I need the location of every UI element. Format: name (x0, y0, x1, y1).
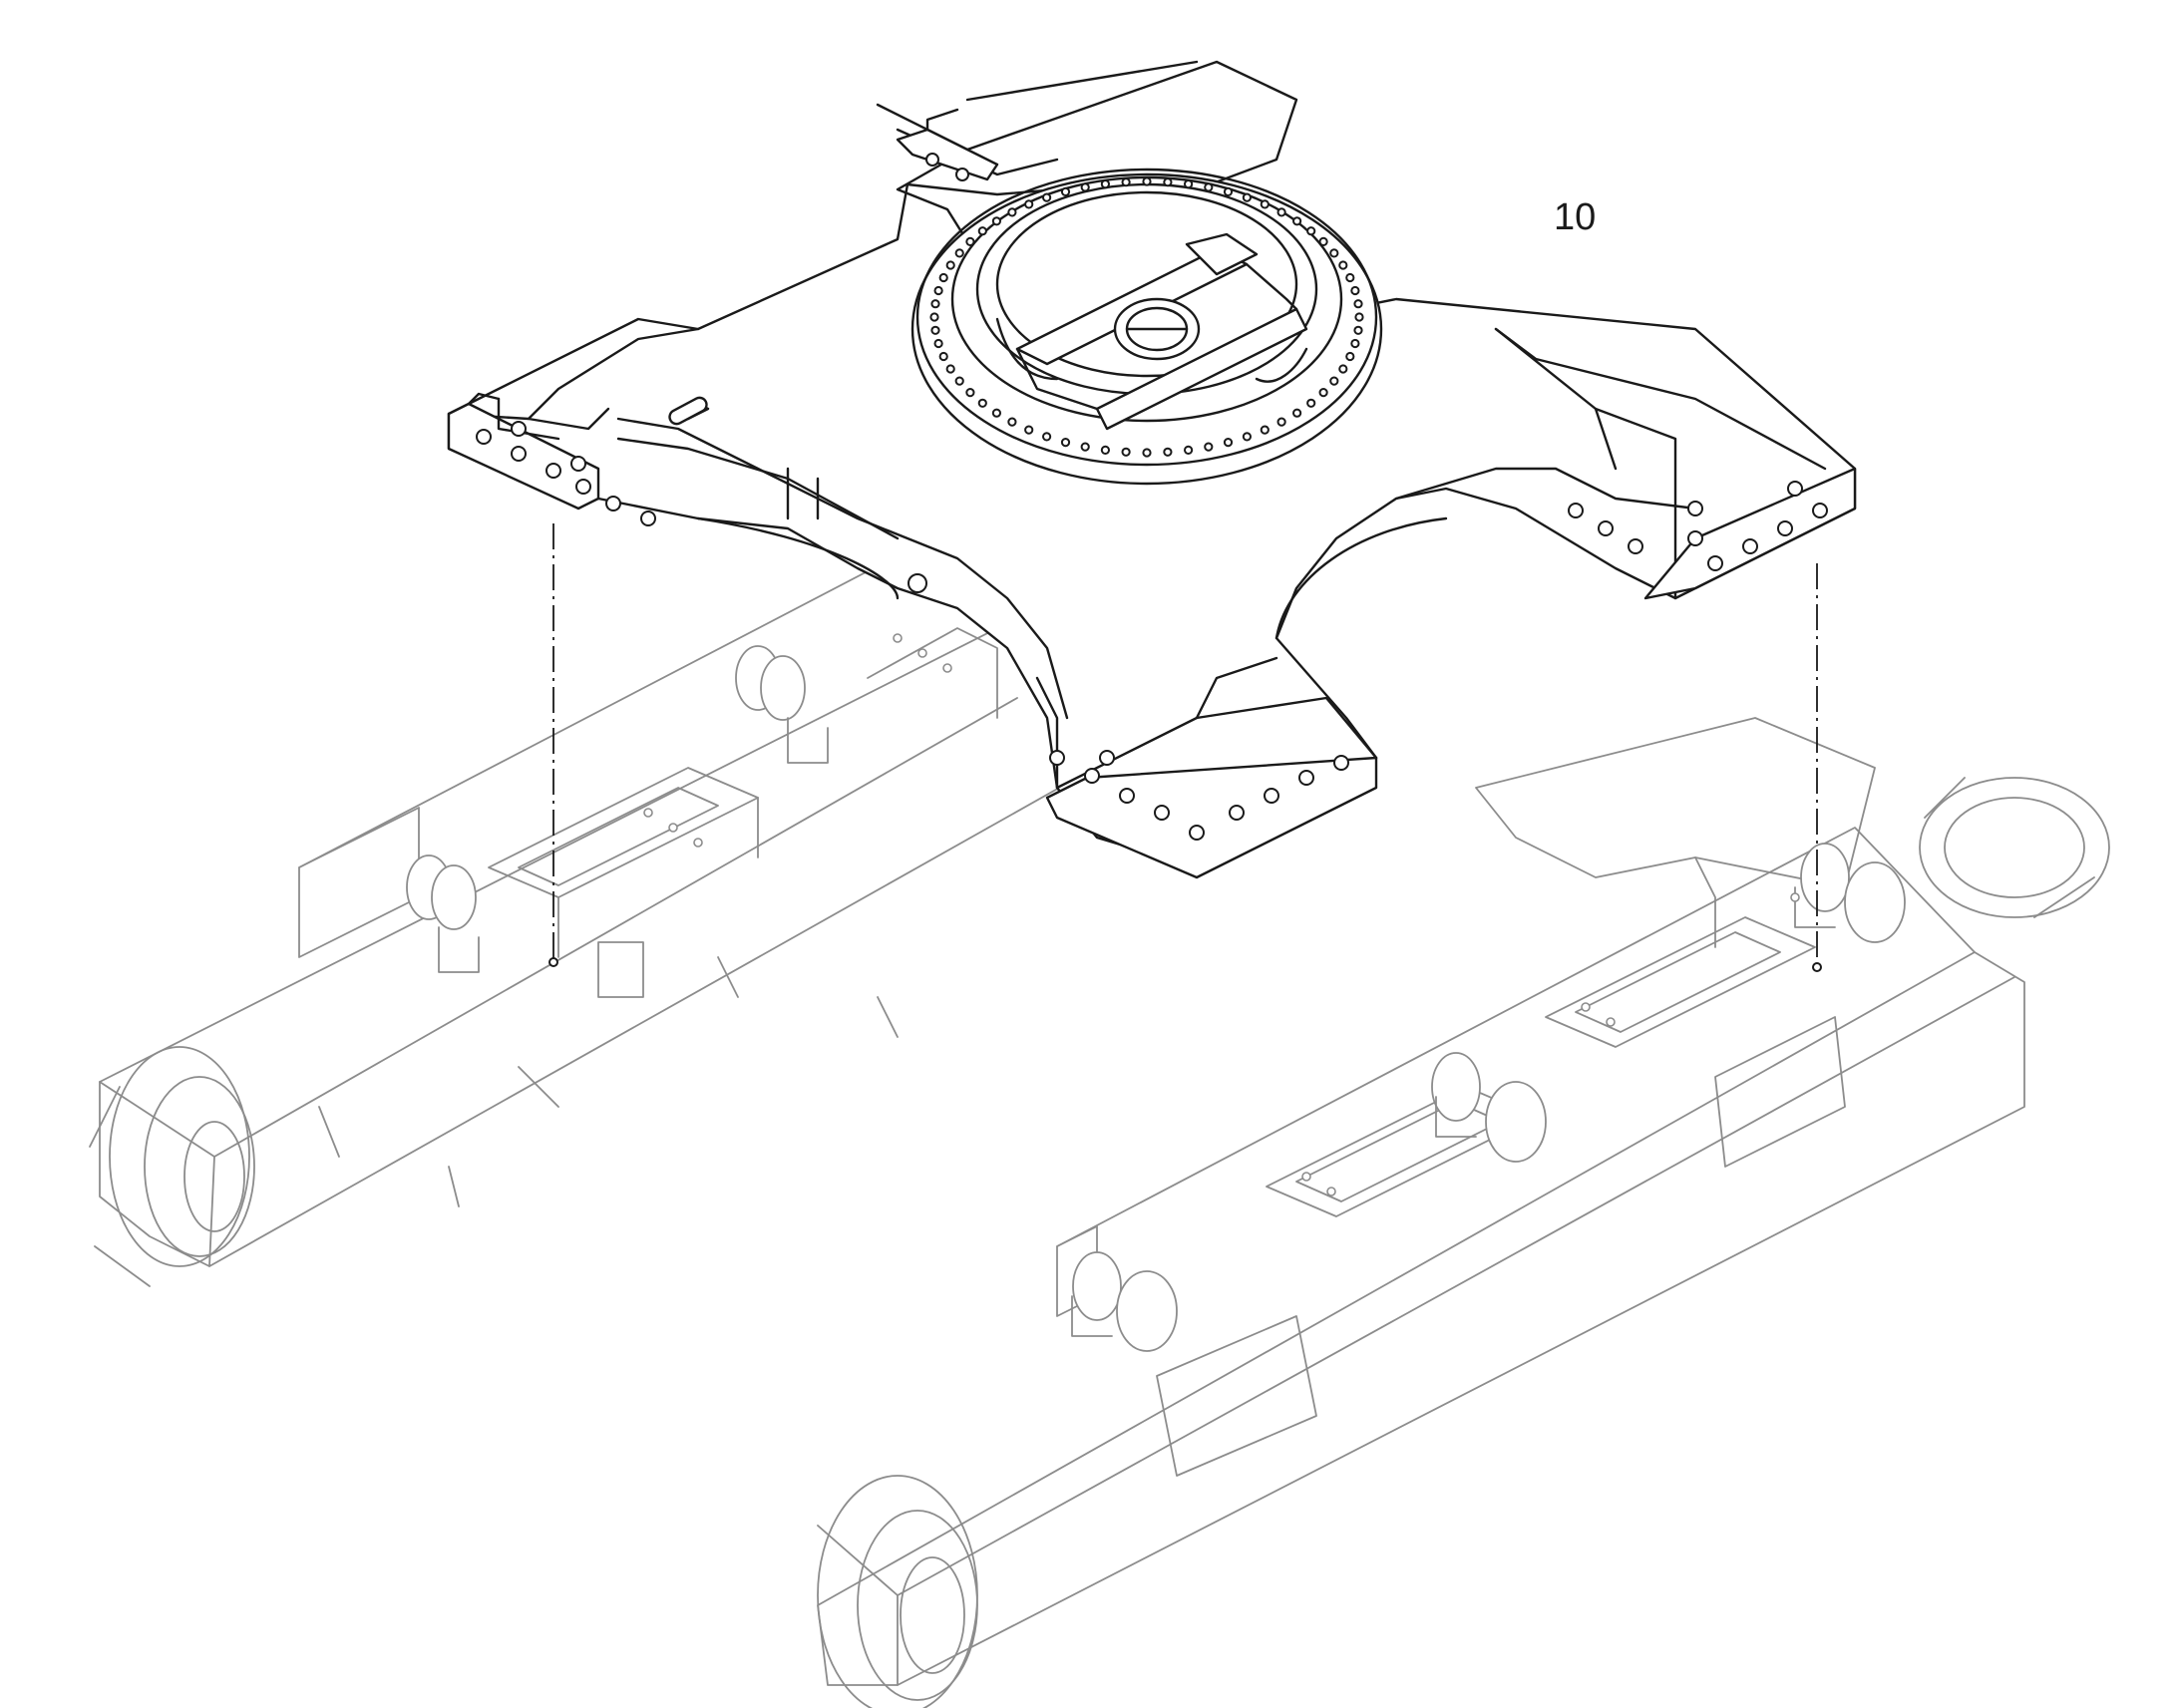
ring-bolt-hole (965, 236, 975, 246)
ring-bolt-hole (1338, 364, 1348, 374)
ring-bolt-hole (1354, 312, 1364, 322)
left-track-frame (89, 498, 1078, 1287)
ring-bolt-hole (1184, 445, 1194, 455)
ring-bolt-hole (977, 398, 987, 408)
part-callout-10: 10 (1554, 196, 1596, 238)
ring-bolt-hole (1242, 192, 1253, 202)
ring-bolt-hole (938, 351, 948, 362)
ring-bolt-hole (1042, 432, 1052, 442)
ring-bolt-hole (1350, 285, 1360, 296)
ring-bolt-hole (1060, 438, 1071, 448)
center-cross-bracket (995, 232, 1308, 431)
rear-left-mounting-pad (896, 128, 999, 181)
ring-bolt-hole (929, 312, 939, 322)
right-track-frame (817, 717, 2110, 1708)
ring-bolt-hole (1306, 398, 1316, 408)
ring-bolt-hole (945, 364, 955, 374)
ring-bolt-hole (1318, 236, 1328, 246)
ring-bolt-hole (1142, 448, 1152, 458)
ring-bolt-hole (1163, 447, 1173, 457)
ring-bolt-holes (929, 176, 1364, 458)
front-left-mounting-pad (447, 392, 656, 526)
ring-bolt-hole (954, 248, 964, 258)
ring-bolt-hole (1292, 216, 1302, 226)
right-carrier-roller-front (1071, 1251, 1178, 1352)
ring-bolt-hole (1242, 432, 1253, 442)
ring-bolt-hole (1306, 226, 1316, 236)
ring-bolt-hole (1345, 272, 1355, 283)
ring-bolt-hole (1024, 199, 1034, 209)
top-plate-slot (668, 396, 708, 426)
ring-bolt-hole (1353, 299, 1363, 309)
ring-bolt-hole (1007, 207, 1017, 217)
ring-bolt-hole (938, 272, 948, 283)
ring-bolt-hole (1350, 338, 1360, 349)
ring-bolt-hole (1121, 177, 1131, 187)
ring-bolt-hole (1100, 445, 1111, 455)
right-mounting-pad-holes (1301, 892, 1800, 1196)
ring-bolt-hole (945, 260, 955, 270)
ring-bolt-hole (933, 285, 943, 296)
ring-bolt-hole (1260, 425, 1270, 435)
ring-bolt-hole (1060, 186, 1071, 196)
ring-bolt-hole (1260, 199, 1270, 209)
ring-bolt-hole (1024, 425, 1034, 435)
ring-bolt-hole (1142, 176, 1152, 186)
ring-bolt-hole (1163, 177, 1173, 187)
ring-bolt-hole (930, 325, 940, 335)
ring-bolt-hole (1184, 179, 1194, 189)
left-side-plate (597, 941, 644, 998)
front-right-mounting-pad (1045, 750, 1378, 879)
ring-bolt-hole (977, 226, 987, 236)
ring-bolt-hole (1329, 248, 1339, 258)
ring-bolt-hole (1042, 192, 1052, 202)
rear-right-mounting-pad (1568, 467, 1857, 600)
ring-bolt-hole (1345, 351, 1355, 362)
ring-bolt-hole (933, 338, 943, 349)
ring-bolt-hole (1080, 182, 1090, 192)
ring-bolt-hole (1204, 442, 1214, 452)
ring-bolt-hole (930, 299, 940, 309)
ring-bolt-hole (954, 376, 964, 386)
ring-bolt-hole (991, 408, 1002, 418)
ring-bolt-hole (1338, 260, 1348, 270)
ring-bolt-hole (1223, 186, 1234, 196)
ring-bolt-hole (1080, 442, 1090, 452)
ring-bolt-hole (1007, 417, 1017, 427)
ring-bolt-hole (965, 388, 975, 398)
ring-bolt-hole (1318, 388, 1328, 398)
ring-bolt-hole (1329, 376, 1339, 386)
ring-bolt-hole (991, 216, 1002, 226)
ring-bolt-hole (1353, 325, 1363, 335)
left-mounting-pad-holes (643, 633, 952, 848)
left-carrier-roller-rear (735, 645, 829, 764)
right-carrier-roller-mid (1431, 1052, 1547, 1163)
ring-bolt-hole (1276, 417, 1286, 427)
right-carrier-roller-rear (1794, 843, 1906, 943)
ring-bolt-hole (1292, 408, 1302, 418)
ring-bolt-hole (1276, 207, 1286, 217)
ring-bolt-hole (1100, 179, 1111, 189)
ring-bolt-hole (1121, 447, 1131, 457)
left-carrier-roller (406, 854, 480, 973)
ring-bolt-hole (1204, 182, 1214, 192)
ring-bolt-hole (1223, 438, 1234, 448)
